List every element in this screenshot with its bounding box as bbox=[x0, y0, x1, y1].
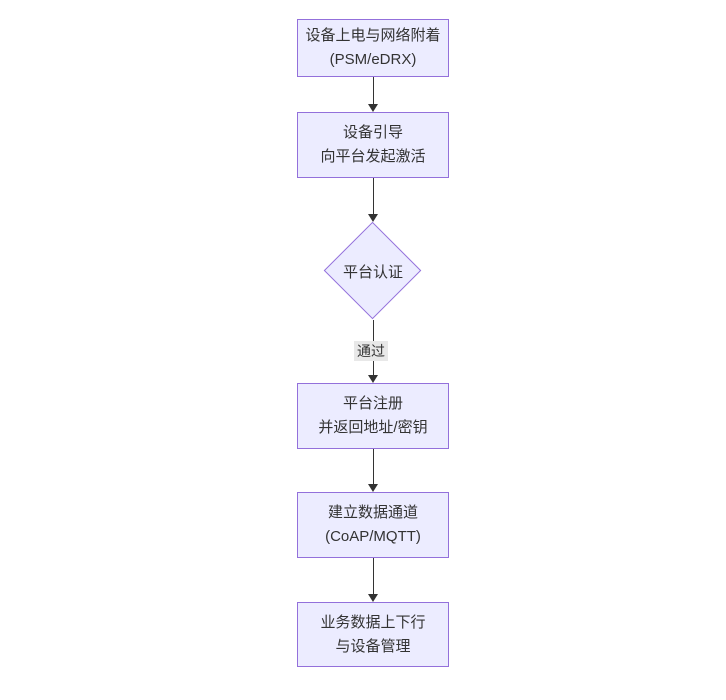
node-label-line: 与设备管理 bbox=[335, 637, 411, 655]
arrowhead-down-icon bbox=[368, 104, 378, 112]
node-power-on: 设备上电与网络附着 (PSM/eDRX) bbox=[297, 19, 449, 77]
node-label-line: 平台认证 bbox=[342, 263, 403, 281]
node-register: 平台注册 并返回地址/密钥 bbox=[297, 383, 449, 449]
edge-line bbox=[373, 449, 374, 485]
node-label-line: 并返回地址/密钥 bbox=[318, 419, 428, 436]
node-label-line: 平台注册 bbox=[342, 395, 403, 412]
edge-line bbox=[373, 77, 374, 105]
edge-register-to-channel bbox=[367, 449, 380, 492]
node-label-line: 建立数据通道 bbox=[327, 504, 418, 521]
node-label-line: (CoAP/MQTT) bbox=[325, 528, 421, 545]
node-label-line: 设备上电与网络附着 bbox=[305, 27, 441, 44]
arrowhead-down-icon bbox=[368, 375, 378, 383]
arrowhead-down-icon bbox=[368, 214, 378, 222]
edge-line bbox=[373, 178, 374, 215]
node-label-line: (PSM/eDRX) bbox=[329, 51, 417, 68]
arrowhead-down-icon bbox=[368, 484, 378, 492]
edge-channel-to-business bbox=[367, 558, 380, 602]
node-label-line: 设备引导 bbox=[342, 124, 403, 141]
node-label-line: 业务数据上下行 bbox=[320, 613, 426, 631]
edge-bootstrap-to-auth bbox=[367, 178, 380, 222]
node-bootstrap: 设备引导 向平台发起激活 bbox=[297, 112, 449, 178]
edge-power-to-bootstrap bbox=[367, 77, 380, 112]
node-auth: 平台认证 bbox=[322, 221, 424, 320]
edge-line bbox=[373, 558, 374, 595]
node-channel: 建立数据通道 (CoAP/MQTT) bbox=[297, 492, 449, 558]
node-business: 业务数据上下行 与设备管理 bbox=[297, 602, 449, 667]
arrowhead-down-icon bbox=[368, 594, 378, 602]
edge-label-pass: 通过 bbox=[354, 341, 388, 361]
node-label-line: 向平台发起激活 bbox=[320, 148, 426, 165]
